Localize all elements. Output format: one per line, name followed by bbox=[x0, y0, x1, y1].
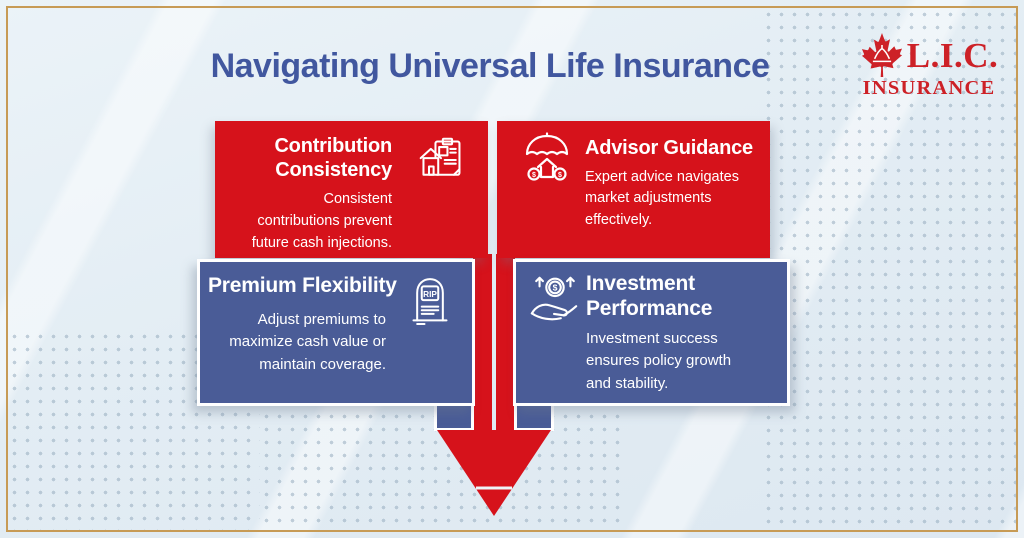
card-advisor-guidance: $ $ Advisor Guidance Expert advice navig… bbox=[497, 121, 770, 258]
blue-tab-left bbox=[434, 404, 474, 431]
arrow-shaft-right bbox=[496, 254, 515, 432]
card-premium-flexibility: RIP Premium Flexibility Adjust premiums … bbox=[197, 259, 475, 406]
dollar-label: $ bbox=[553, 282, 558, 292]
card-body: Expert advice navigates market adjustmen… bbox=[585, 168, 739, 229]
logo-top-row: L.I.C. bbox=[846, 33, 1012, 77]
logo-name-text: L.I.C. bbox=[906, 35, 999, 75]
page-title: Navigating Universal Life Insurance bbox=[210, 47, 770, 85]
card-body: Consistent contributions prevent future … bbox=[251, 191, 392, 251]
hand-coin-growth-icon: $ bbox=[530, 276, 578, 321]
rip-label: RIP bbox=[423, 290, 437, 299]
arrow-shaft-left bbox=[473, 254, 492, 432]
card-title: Investment Performance bbox=[586, 272, 713, 320]
tombstone-rip-icon: RIP bbox=[412, 278, 448, 326]
card-title: Advisor Guidance bbox=[585, 137, 753, 159]
card-body: Investment success ensures policy growth… bbox=[586, 329, 732, 392]
blue-tab-right bbox=[514, 404, 554, 431]
house-document-icon bbox=[419, 137, 461, 176]
down-arrowhead-icon bbox=[437, 430, 551, 516]
maple-leaf-icon bbox=[861, 33, 902, 77]
card-body: Adjust premiums to maximize cash value o… bbox=[229, 310, 386, 373]
card-title: Contribution Consistency bbox=[274, 135, 392, 181]
card-contribution-consistency: Contribution Consistency Consistent cont… bbox=[215, 121, 488, 258]
svg-text:$: $ bbox=[558, 172, 562, 179]
umbrella-protection-icon: $ $ bbox=[525, 132, 569, 181]
card-title: Premium Flexibility bbox=[208, 274, 397, 297]
svg-text:$: $ bbox=[532, 172, 536, 179]
lic-insurance-logo: L.I.C. INSURANCE bbox=[846, 33, 1012, 99]
logo-subtitle-text: INSURANCE bbox=[862, 77, 996, 99]
card-investment-performance: $ Investment Performance Investment succ… bbox=[513, 259, 790, 406]
